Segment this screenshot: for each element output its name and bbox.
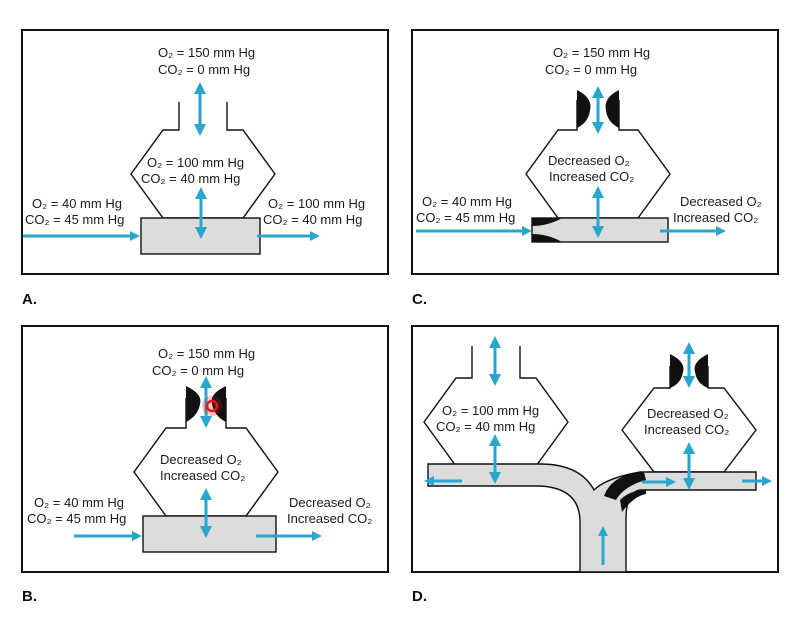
panel-d-right-alveolus-co2: Increased CO₂ <box>644 422 729 437</box>
panel-b-alveolus-co2: Increased CO₂ <box>160 468 245 483</box>
panel-b-airway-obstruction-right <box>211 386 226 422</box>
panel-a-airway-co2: CO₂ = 0 mm Hg <box>158 62 250 77</box>
panel-a-arterial-o2: O₂ = 100 mm Hg <box>268 196 365 211</box>
panel-d-capillary-obstruction-top <box>604 472 646 500</box>
panel-a-arterial-co2: CO₂ = 40 mm Hg <box>263 212 362 227</box>
panel-c-venous-co2: CO₂ = 45 mm Hg <box>416 210 515 225</box>
panel-c-label: C. <box>412 291 427 308</box>
panel-b-venous-o2: O₂ = 40 mm Hg <box>34 495 124 510</box>
panel-b-airway-obstruction-left <box>186 386 201 422</box>
panel-a-alveolus-o2: O₂ = 100 mm Hg <box>147 155 244 170</box>
panel-b-airway-o2: O₂ = 150 mm Hg <box>158 346 255 361</box>
panel-d-right-alveolus-o2: Decreased O₂ <box>647 406 729 421</box>
panel-a-alveolus-co2: CO₂ = 40 mm Hg <box>141 171 240 186</box>
panel-b-arterial-o2: Decreased O₂ <box>289 495 371 510</box>
panel-c-alveolus-o2: Decreased O₂ <box>548 153 630 168</box>
cursor-icon <box>205 399 219 413</box>
panel-d-airway-obstruction-left <box>670 354 684 388</box>
panel-c-airway-co2: CO₂ = 0 mm Hg <box>545 62 637 77</box>
panel-a-venous-o2: O₂ = 40 mm Hg <box>32 196 122 211</box>
panel-d-capillary-obstruction-bottom <box>620 490 646 512</box>
panel-d-airway-obstruction-right <box>694 354 708 388</box>
panel-c-airway-o2: O₂ = 150 mm Hg <box>553 45 650 60</box>
panel-c-airway-obstruction-left <box>577 90 591 128</box>
panel-b-capillary <box>142 515 277 553</box>
panel-b-arterial-co2: Increased CO₂ <box>287 511 372 526</box>
panel-c-arterial-co2: Increased CO₂ <box>673 210 758 225</box>
panel-c-arterial-o2: Decreased O₂ <box>680 194 762 209</box>
panel-c-venous-o2: O₂ = 40 mm Hg <box>422 194 512 209</box>
panel-d: O₂ = 100 mm Hg CO₂ = 40 mm Hg Decreased … <box>411 325 779 573</box>
cursor-glow <box>202 396 222 416</box>
panel-a-airway-o2: O₂ = 150 mm Hg <box>158 45 255 60</box>
panel-c-alveolus-co2: Increased CO₂ <box>549 169 634 184</box>
panel-d-capillary <box>427 463 757 573</box>
panel-a-label: A. <box>22 291 37 308</box>
panel-b: O₂ = 150 mm Hg CO₂ = 0 mm Hg Decreased O… <box>21 325 389 573</box>
panel-a-venous-co2: CO₂ = 45 mm Hg <box>25 212 124 227</box>
panel-d-label: D. <box>412 588 427 605</box>
panel-c: O₂ = 150 mm Hg CO₂ = 0 mm Hg Decreased O… <box>411 29 779 275</box>
panel-a: O₂ = 150 mm Hg CO₂ = 0 mm Hg O₂ = 100 mm… <box>21 29 389 275</box>
panel-b-airway-co2: CO₂ = 0 mm Hg <box>152 363 244 378</box>
panel-b-alveolus-o2: Decreased O₂ <box>160 452 242 467</box>
panel-b-venous-co2: CO₂ = 45 mm Hg <box>27 511 126 526</box>
panel-d-left-alveolus-o2: O₂ = 100 mm Hg <box>442 403 539 418</box>
panel-b-label: B. <box>22 588 37 605</box>
panel-d-left-alveolus-co2: CO₂ = 40 mm Hg <box>436 419 535 434</box>
panel-c-airway-obstruction-right <box>605 90 619 128</box>
panel-c-capillary-obstruction-bottom <box>532 234 562 242</box>
panel-c-capillary-obstruction-top <box>532 218 562 226</box>
